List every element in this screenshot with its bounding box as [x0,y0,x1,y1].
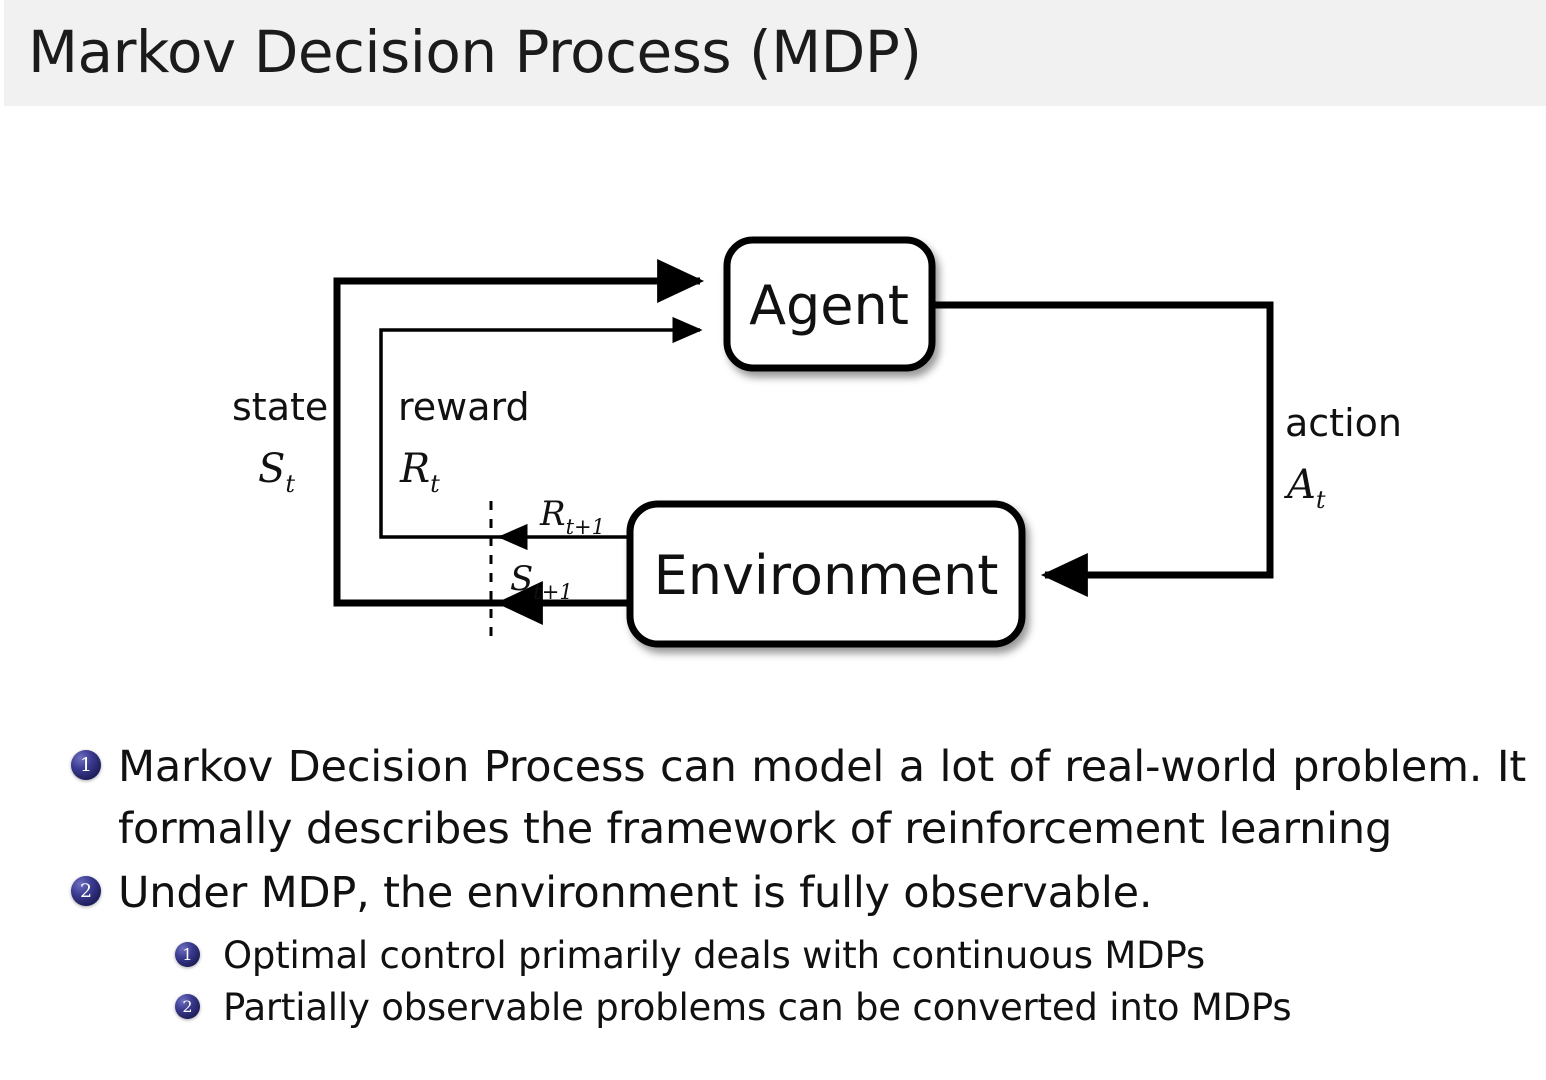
environment-box-label: Environment [654,544,999,607]
action-label-symbol: At [1283,462,1326,514]
bullet-number-badge: 1 [71,750,101,780]
state-label-symbol: St [258,446,295,498]
action-label-word: action [1285,401,1402,445]
bullet-text: Markov Decision Process can model a lot … [118,742,1526,854]
action-loop-path [932,301,1274,598]
list-item[interactable]: 1 Markov Decision Process can model a lo… [0,736,1546,860]
bullet-number-badge: 2 [71,876,101,906]
slide-header-band: Markov Decision Process (MDP) [4,0,1546,106]
sub-list-item[interactable]: 1 Optimal control primarily deals with c… [0,930,1546,982]
bullet-list: 1 Markov Decision Process can model a lo… [0,736,1546,1034]
sub-bullet-number-badge: 1 [175,942,200,967]
mdp-diagram: Agent Environment state St reward Rt act… [0,106,1546,706]
list-item[interactable]: 2 Under MDP, the environment is fully ob… [0,862,1546,924]
agent-box[interactable] [723,236,936,372]
state-next-label: St+1 [510,559,573,604]
state-label-word: state [232,385,328,429]
state-loop-path [333,258,705,607]
environment-box[interactable] [626,500,1026,648]
sub-bullet-text: Optimal control primarily deals with con… [223,934,1205,977]
sub-bullet-list: 1 Optimal control primarily deals with c… [0,930,1546,1034]
reward-loop-path [379,316,703,539]
reward-label-symbol: Rt [399,446,440,498]
reward-next-label: Rt+1 [539,494,605,539]
sub-bullet-number-badge: 2 [175,994,200,1019]
agent-box-label: Agent [749,274,909,337]
sub-list-item[interactable]: 2 Partially observable problems can be c… [0,982,1546,1034]
page-title: Markov Decision Process (MDP) [28,18,922,86]
bullet-text: Under MDP, the environment is fully obse… [118,868,1153,918]
reward-label-word: reward [398,385,530,429]
sub-bullet-text: Partially observable problems can be con… [223,986,1292,1029]
